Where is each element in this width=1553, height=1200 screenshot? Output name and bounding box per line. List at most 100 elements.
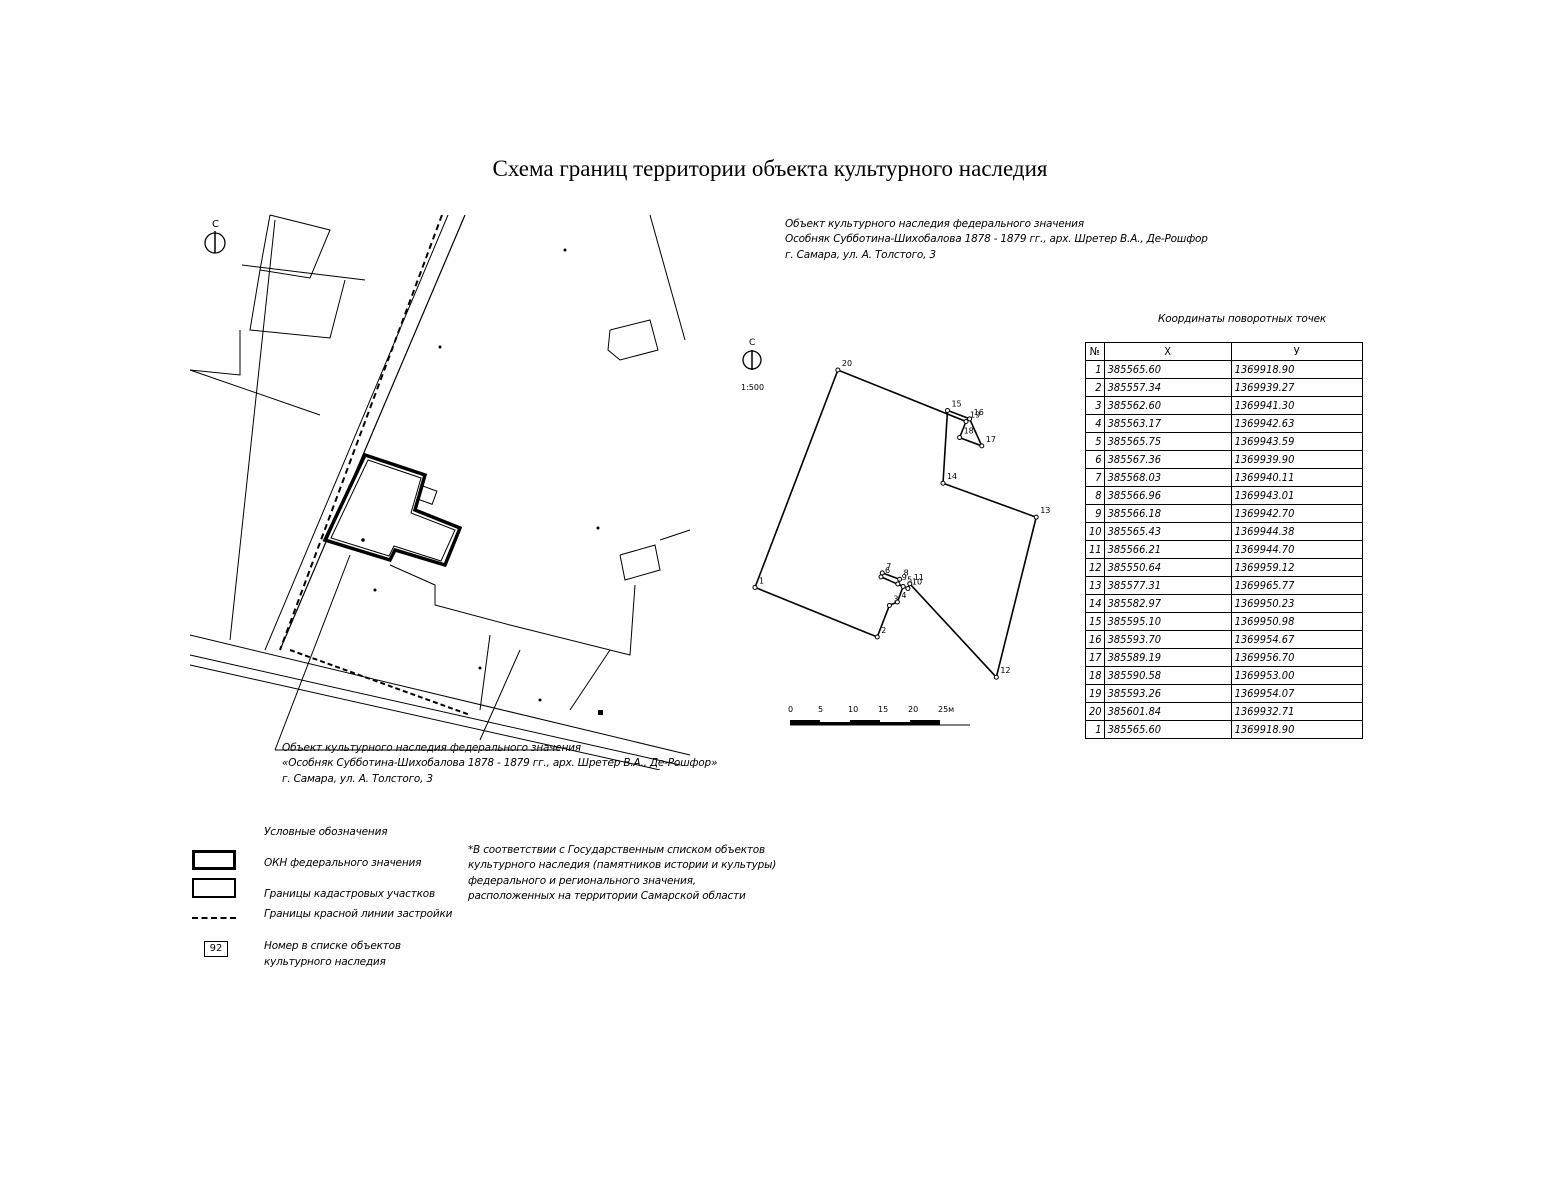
scale-label: 25м xyxy=(938,705,954,714)
boundary-vertex xyxy=(900,584,906,590)
coord-x: 385590.58 xyxy=(1103,666,1232,685)
boundary-vertex xyxy=(967,416,973,422)
boundary-vertex xyxy=(894,599,900,605)
boundary-vertex xyxy=(878,574,884,580)
point-label: 14 xyxy=(947,472,957,481)
coord-y: 1369954.67 xyxy=(1230,630,1363,649)
coord-y: 1369942.70 xyxy=(1230,504,1363,523)
point-number: 17 xyxy=(1085,648,1105,667)
coord-x: 385550.64 xyxy=(1103,558,1232,577)
coord-y: 1369940.11 xyxy=(1230,468,1363,487)
north-arrow-icon: С xyxy=(742,338,762,370)
coord-y: 1369939.90 xyxy=(1230,450,1363,469)
map-caption-line1: Объект культурного наследия федерального… xyxy=(282,742,581,754)
legend-label-number-2: культурного наследия xyxy=(264,956,386,968)
coord-x: 385593.26 xyxy=(1103,684,1232,703)
object-header-line3: г. Самара, ул. А. Толстого, 3 xyxy=(785,249,936,261)
coord-y: 1369956.70 xyxy=(1230,648,1363,667)
point-label: 20 xyxy=(842,359,852,368)
boundary-vertex xyxy=(874,634,880,640)
boundary-vertex xyxy=(895,581,901,587)
coord-x: 385589.19 xyxy=(1103,648,1232,667)
coord-x: 385565.43 xyxy=(1103,522,1232,541)
point-number: 19 xyxy=(1085,684,1105,703)
coord-y: 1369954.07 xyxy=(1230,684,1363,703)
coord-x: 385566.96 xyxy=(1103,486,1232,505)
coord-y: 1369950.98 xyxy=(1230,612,1363,631)
legend-title: Условные обозначения xyxy=(264,826,388,838)
footnote-line2: культурного наследия (памятников истории… xyxy=(468,859,777,871)
coord-x: 385562.60 xyxy=(1103,396,1232,415)
point-label: 9 xyxy=(902,573,907,582)
point-label: 5 xyxy=(907,576,912,585)
coord-x: 385557.34 xyxy=(1103,378,1232,397)
coord-y: 1369943.59 xyxy=(1230,432,1363,451)
boundary-vertex xyxy=(886,602,892,608)
coord-x: 385565.60 xyxy=(1103,720,1232,739)
point-number: 3 xyxy=(1085,396,1105,415)
red-line-boundary xyxy=(279,214,443,651)
coord-y: 1369953.00 xyxy=(1230,666,1363,685)
boundary-vertex xyxy=(957,435,963,441)
scale-label: 20 xyxy=(908,705,918,714)
point-number: 15 xyxy=(1085,612,1105,631)
coord-y: 1369918.90 xyxy=(1230,720,1363,739)
point-number: 11 xyxy=(1085,540,1105,559)
point-number: 2 xyxy=(1085,378,1105,397)
object-header-line1: Объект культурного наследия федерального… xyxy=(785,218,1084,230)
north-label-left: С xyxy=(212,219,219,230)
point-number: 6 xyxy=(1085,450,1105,469)
footnote-line1: *В соответствии с Государственным списко… xyxy=(468,844,766,856)
point-number: 12 xyxy=(1085,558,1105,577)
legend-cadastral-symbol xyxy=(192,878,236,898)
point-number: 8 xyxy=(1085,486,1105,505)
coord-x: 385568.03 xyxy=(1103,468,1232,487)
point-label: 11 xyxy=(914,573,924,582)
boundary-vertex xyxy=(907,581,913,587)
coord-x: 385582.97 xyxy=(1103,594,1232,613)
boundary-vertex xyxy=(963,418,969,424)
coord-y: 1369959.12 xyxy=(1230,558,1363,577)
boundary-vertex xyxy=(835,367,841,373)
scale-ratio: 1:500 xyxy=(741,383,764,392)
boundary-vertex xyxy=(993,674,999,680)
point-label: 12 xyxy=(1000,666,1010,675)
coord-x: 385595.10 xyxy=(1103,612,1232,631)
coord-x: 385563.17 xyxy=(1103,414,1232,433)
object-header-line2: Особняк Субботина-Шихобалова 1878 - 1879… xyxy=(785,233,1208,245)
legend-label-number: Номер в списке объектов xyxy=(264,940,401,952)
point-label: 1 xyxy=(759,576,764,585)
point-label: 10 xyxy=(912,577,922,586)
legend-label-heritage: ОКН федерального значения xyxy=(264,857,422,869)
coord-y: 1369944.70 xyxy=(1230,540,1363,559)
point-number: 7 xyxy=(1085,468,1105,487)
scale-label: 10 xyxy=(848,705,858,714)
coord-x: 385601.84 xyxy=(1103,702,1232,721)
legend-number-badge: 92 xyxy=(204,941,228,957)
coord-x: 385567.36 xyxy=(1103,450,1232,469)
boundary-polygon xyxy=(753,368,1038,679)
scale-label: 15 xyxy=(878,705,888,714)
point-label: 18 xyxy=(964,427,974,436)
boundary-vertex xyxy=(940,480,946,486)
scale-label: 0 xyxy=(788,705,793,714)
coord-y: 1369941.30 xyxy=(1230,396,1363,415)
north-label-right: С xyxy=(749,338,755,348)
coord-x: 385593.70 xyxy=(1103,630,1232,649)
page-title: Схема границ территории объекта культурн… xyxy=(492,156,1048,181)
col-header-y: У xyxy=(1230,342,1363,361)
coord-x: 385566.21 xyxy=(1103,540,1232,559)
point-label: 3 xyxy=(893,594,898,603)
